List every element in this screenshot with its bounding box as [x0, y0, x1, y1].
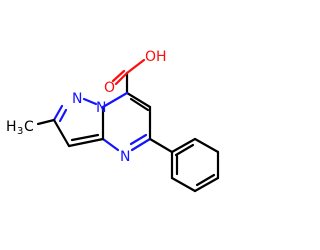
bond-c-o [114, 71, 129, 86]
bond-c5-n4-double [129, 133, 148, 146]
bond-c-oh [125, 58, 146, 75]
bond-c5-n4 [130, 137, 152, 152]
bond-n1-c2-double [58, 108, 68, 123]
molecule-diagram: OH O N N N H 3 C [6, 49, 220, 193]
bond-ph6-ph1 [170, 137, 197, 154]
bond-ph3-ph4 [193, 176, 220, 193]
bond-ph6-ph1-double [174, 143, 195, 157]
bond-n4-c3a [101, 137, 120, 152]
bond-n7a-n1 [82, 97, 98, 106]
bond-c3-c3a [67, 137, 105, 148]
atom-methyl-c: C [24, 119, 34, 135]
bond-c2-c3 [52, 118, 71, 148]
bond-ph2-ph3 [170, 176, 197, 193]
bond-c2-methyl [36, 118, 56, 126]
structure-canvas: OH O N N N H 3 C [6, 49, 220, 193]
bond-c7-c6-double [129, 97, 150, 112]
bond-c-o-double [111, 69, 126, 83]
atom-methyl-h: H [6, 119, 17, 135]
bond-n1-c2 [52, 104, 64, 122]
bond-c7-c6 [125, 91, 152, 109]
atom-n-pyrimidine: N [120, 149, 130, 165]
bond-c5-phenyl [148, 137, 174, 154]
bond-ph3-ph4-double [195, 173, 216, 187]
atom-n-pyrazole: N [72, 91, 82, 107]
atom-n-bridgehead: N [96, 100, 106, 116]
bond-n7a-c7 [101, 91, 129, 109]
atom-o: O [104, 80, 115, 96]
bond-c3-c3a-double [70, 133, 100, 142]
bond-ph5-ph6 [193, 137, 220, 154]
atom-oh: OH [145, 49, 167, 65]
atom-methyl-subscript: 3 [17, 126, 23, 137]
